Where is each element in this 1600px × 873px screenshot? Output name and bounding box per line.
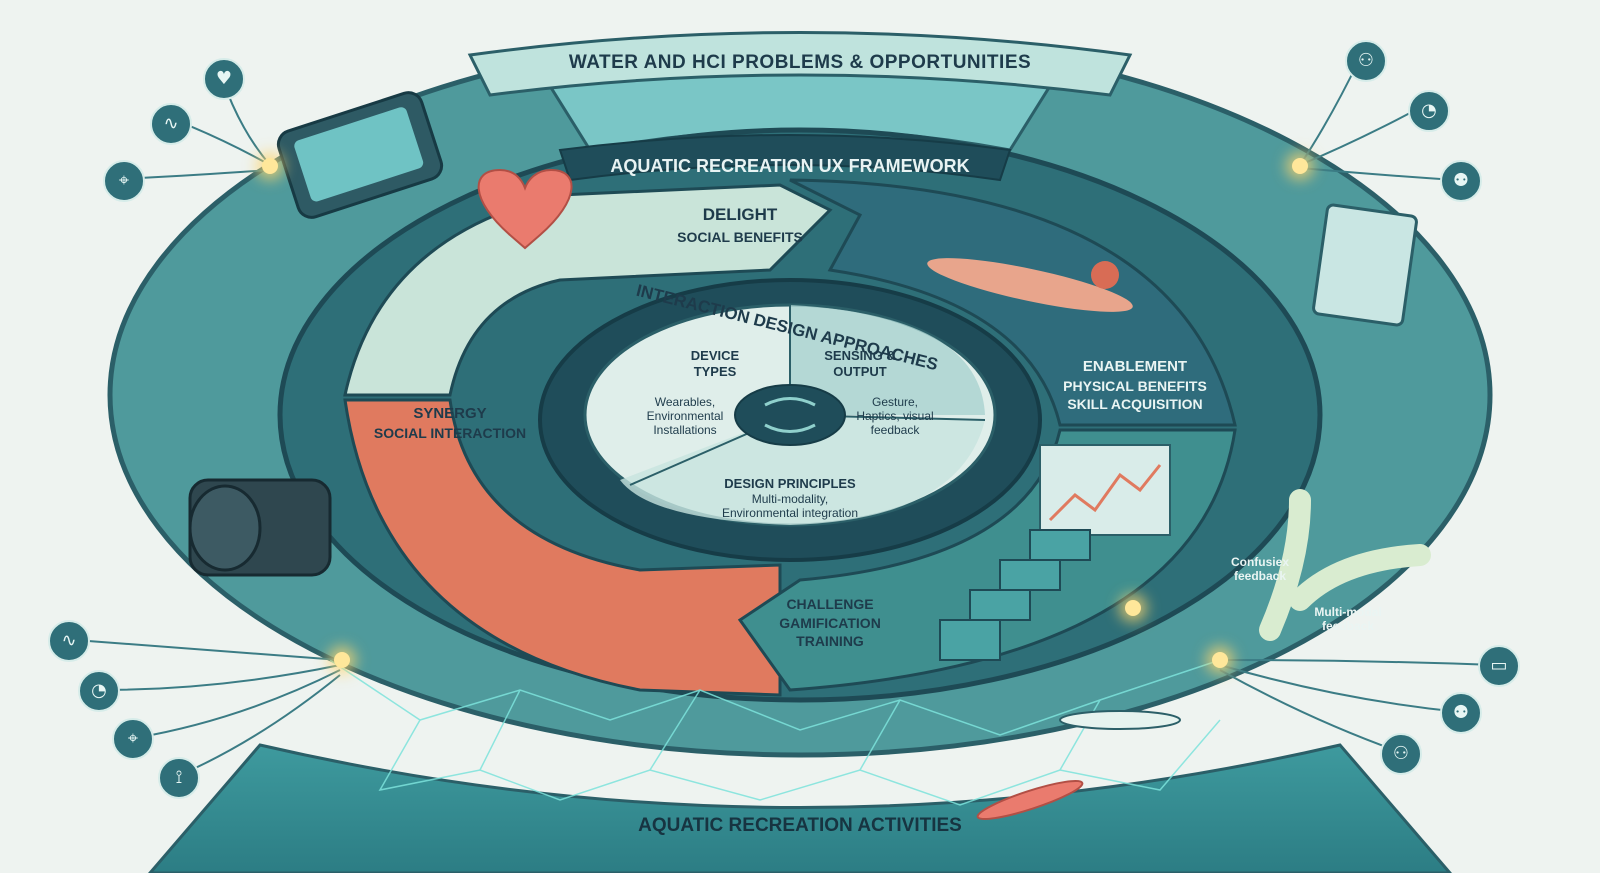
inner-segment-principles bbox=[620, 415, 985, 525]
enablement-heading: ENABLEMENT bbox=[1082, 358, 1188, 375]
surfboard-illustration bbox=[976, 710, 1181, 821]
enablement-quadrant bbox=[789, 178, 1237, 427]
center-hub bbox=[734, 384, 846, 446]
location-icon: ⌖ bbox=[103, 160, 145, 202]
sensing-text-line1: Gesture, bbox=[871, 395, 919, 409]
device-text-line1: Wearables, bbox=[654, 395, 716, 409]
device-text-line2: Environmental bbox=[646, 409, 724, 423]
bottom-activities-band bbox=[148, 743, 1452, 873]
heart-illustration bbox=[477, 168, 573, 250]
principles-text-line2: Environmental integration bbox=[721, 506, 859, 520]
phone-device-illustration bbox=[276, 91, 444, 219]
feedback-right-line2: feedback bbox=[1321, 619, 1375, 633]
icon-connectors bbox=[74, 57, 1496, 776]
network-graph bbox=[329, 659, 1221, 806]
design-principles-heading: DESIGN PRINCIPLES bbox=[724, 476, 856, 491]
sensing-text-line2: Haptics, visual bbox=[856, 409, 934, 423]
challenge-training: TRAINING bbox=[796, 633, 864, 649]
glow-node bbox=[1212, 652, 1228, 668]
activities-title: AQUATIC RECREATION ACTIVITIES bbox=[638, 815, 962, 836]
sensing-text: Gesture, Haptics, visual feedback bbox=[835, 395, 955, 437]
people-icon: ⚇ bbox=[1380, 733, 1422, 775]
synergy-subheading: SOCIAL INTERACTION bbox=[373, 425, 527, 441]
group-icon: ⚉ bbox=[1440, 160, 1482, 202]
feedback-right-line1: Multi-modal bbox=[1314, 605, 1382, 619]
outer-title-banner bbox=[467, 31, 1133, 97]
sensing-text-line3: feedback bbox=[870, 423, 920, 437]
inner-segment-sensing bbox=[790, 305, 985, 415]
location-icon: ⌖ bbox=[112, 718, 154, 760]
people-network-icon: ⚇ bbox=[1345, 40, 1387, 82]
challenge-heading: CHALLENGE bbox=[786, 596, 874, 612]
framework-title: AQUATIC RECREATION UX FRAMEWORK bbox=[610, 156, 970, 176]
outer-title: WATER AND HCI PROBLEMS & OPPORTUNITIES bbox=[568, 52, 1032, 73]
principles-text-line1: Multi-modality, bbox=[751, 492, 829, 506]
stairs-illustration bbox=[939, 529, 1091, 661]
camera-device-illustration bbox=[188, 478, 332, 577]
device-text-line3: Installations bbox=[653, 423, 717, 437]
delight-subheading: SOCIAL BENEFITS bbox=[677, 229, 803, 245]
design-principles-text: Multi-modality, Environmental integratio… bbox=[690, 492, 890, 520]
delight-heading: DELIGHT bbox=[702, 205, 778, 224]
sensing-line2: OUTPUT bbox=[833, 364, 887, 379]
glow-node bbox=[1125, 600, 1141, 616]
tablet-illustration bbox=[1312, 203, 1418, 327]
device-types-line1: DEVICE bbox=[690, 348, 740, 363]
swimmer-illustration bbox=[927, 258, 1133, 312]
heart-rate-icon: ♥ bbox=[203, 58, 245, 100]
enablement-skill: SKILL ACQUISITION bbox=[1067, 396, 1203, 412]
chart-screen-illustration bbox=[1039, 444, 1171, 536]
device-types-line2: TYPES bbox=[693, 364, 737, 379]
group-icon: ⚉ bbox=[1440, 692, 1482, 734]
feedback-arrows bbox=[1259, 489, 1431, 641]
synergy-quadrant bbox=[343, 398, 782, 697]
device-types-text: Wearables, Environmental Installations bbox=[625, 395, 745, 437]
glow-node bbox=[334, 652, 350, 668]
pulse-icon: ∿ bbox=[48, 620, 90, 662]
feedback-left-line2: feedback bbox=[1233, 569, 1287, 583]
glow-node bbox=[262, 158, 278, 174]
feedback-left-line1: Confusiex bbox=[1230, 555, 1289, 569]
network-icon: ⟟ bbox=[158, 757, 200, 799]
enablement-physical: PHYSICAL BENEFITS bbox=[1063, 378, 1207, 394]
device-types-heading: DEVICE TYPES bbox=[655, 348, 775, 380]
feedback-right-label: Multi-modal feedback bbox=[1298, 605, 1398, 633]
gauge-icon: ◔ bbox=[1408, 90, 1450, 132]
sensing-line1: SENSING & bbox=[824, 348, 896, 363]
feedback-left-label: Confusiex feedback bbox=[1220, 555, 1300, 583]
glow-node bbox=[1292, 158, 1308, 174]
challenge-gamification: GAMIFICATION bbox=[779, 615, 881, 631]
sensing-heading: SENSING & OUTPUT bbox=[805, 348, 915, 380]
synergy-heading: SYNERGY bbox=[413, 405, 487, 422]
center-cycle-arrows bbox=[764, 397, 816, 433]
pulse-icon: ∿ bbox=[150, 103, 192, 145]
framework-title-banner bbox=[558, 134, 1012, 182]
chat-icon: ▭ bbox=[1478, 645, 1520, 687]
gauge-icon: ◔ bbox=[78, 670, 120, 712]
